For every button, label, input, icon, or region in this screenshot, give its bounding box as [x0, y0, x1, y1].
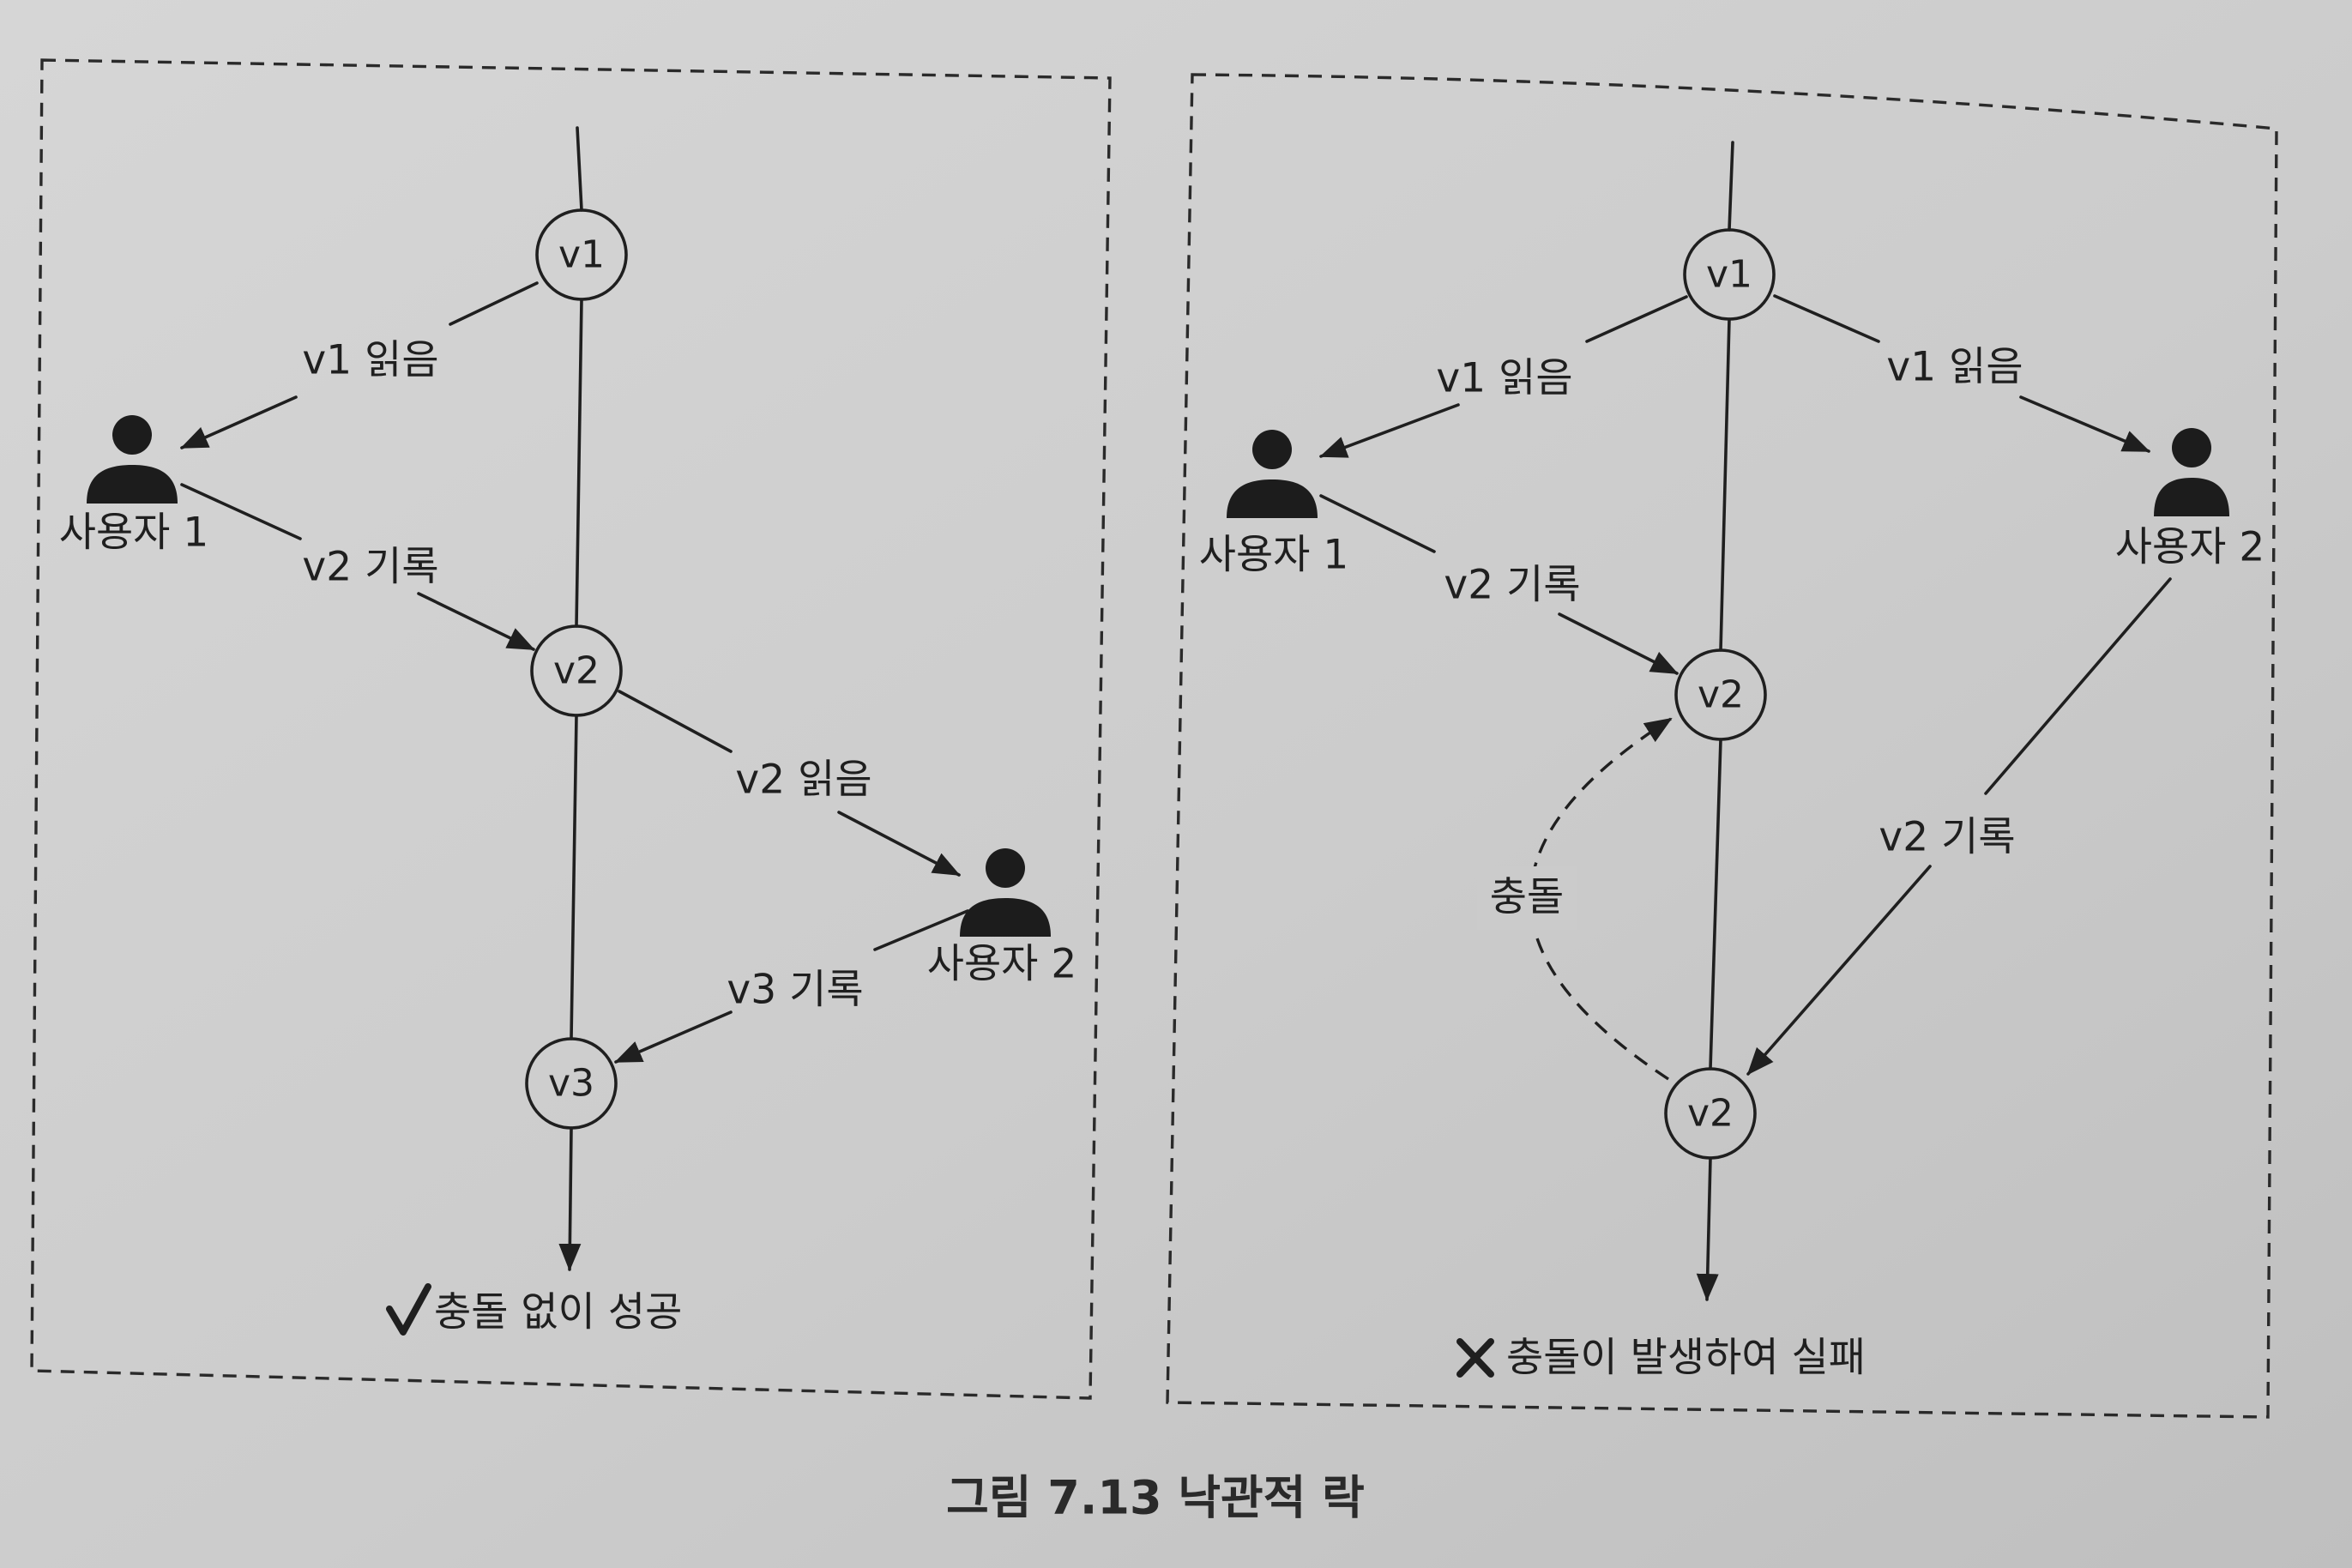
user-icon	[1227, 430, 1318, 518]
version-node-v2-user2: v2	[1664, 1067, 1757, 1160]
user-2: 사용자 2	[927, 848, 1077, 988]
timeline-segment	[1719, 317, 1731, 652]
right-panel-failure: v1 v2 v2 사용자 1 사용자 2	[1166, 73, 2278, 1419]
figure-caption: 그림 7.13 낙관적 락	[946, 1471, 1365, 1525]
timeline-arrow	[1696, 1156, 1719, 1301]
timeline-arrow	[558, 1126, 582, 1271]
right-panel-dashed-border	[1166, 73, 2278, 1419]
conflict-label: 충돌	[1490, 874, 1564, 921]
user-icon	[960, 848, 1051, 937]
user-1: 사용자 1	[59, 415, 209, 557]
result-label: 충돌 없이 성공	[434, 1289, 682, 1336]
version-node-circle	[1683, 228, 1776, 321]
left-panel-dashed-border	[30, 58, 1112, 1400]
user-icon	[2154, 428, 2229, 516]
edge-label: v1 읽음	[302, 337, 438, 384]
user-label: 사용자 1	[1199, 532, 1349, 579]
user-2: 사용자 2	[2115, 428, 2265, 571]
edge-arrow	[837, 811, 961, 877]
edge-user1-write-v2: v2 기록	[1319, 494, 1679, 675]
edge-label: v2 기록	[1879, 814, 2015, 861]
edge-arrow	[1319, 403, 1460, 458]
timeline-segment	[575, 298, 583, 628]
conflict-indicator: 충돌	[1477, 717, 1673, 1081]
edge-label: v3 기록	[727, 967, 863, 1014]
edge-label: v1 읽음	[1436, 355, 1572, 402]
edge-user2-write-v2: v2 기록	[1746, 577, 2172, 1076]
edge-user2-read-v1: v1 읽음	[1773, 294, 2150, 453]
version-node-label: v1	[1706, 253, 1752, 297]
version-node-label: v3	[548, 1062, 594, 1106]
right-result: 충돌이 발생하여 실패	[1456, 1335, 1866, 1382]
version-node-v2: v2	[530, 624, 623, 717]
edge-arrow	[1746, 865, 1932, 1076]
edge-arrow	[873, 909, 969, 951]
x-icon	[1456, 1338, 1494, 1378]
version-node-v2-user1: v2	[1674, 648, 1767, 741]
edge-user1-read-v1: v1 읽음	[182, 281, 539, 448]
edge-arrow	[2019, 395, 2150, 453]
timeline-segment	[570, 714, 578, 1040]
version-node-circle	[535, 208, 628, 301]
version-node-circle	[525, 1037, 618, 1130]
edge-arrow	[1319, 494, 1436, 553]
user-label: 사용자 1	[59, 510, 209, 557]
left-version-timeline	[558, 126, 583, 1271]
edge-arrow	[1558, 612, 1679, 675]
edge-arrow	[614, 1010, 733, 1064]
timeline-segment	[576, 126, 583, 212]
edge-arrow	[1585, 295, 1688, 343]
result-label: 충돌이 발생하여 실패	[1506, 1335, 1866, 1382]
edge-label: v1 읽음	[1886, 344, 2023, 391]
timeline-segment	[1728, 141, 1734, 232]
edge-user1-write-v2: v2 기록	[180, 483, 535, 651]
edge-arrow	[417, 592, 535, 651]
edge-label: v2 기록	[302, 544, 438, 591]
timeline-segment	[1709, 738, 1722, 1070]
version-node-label: v2	[1698, 673, 1744, 717]
edge-user2-read-v2: v2 읽음	[618, 690, 961, 877]
edge-arrow	[618, 690, 733, 753]
version-node-circle	[1674, 648, 1767, 741]
version-node-circle	[1664, 1067, 1757, 1160]
check-icon	[386, 1283, 431, 1336]
version-node-v1: v1	[535, 208, 628, 301]
version-node-circle	[530, 624, 623, 717]
version-node-v3: v3	[525, 1037, 618, 1130]
left-panel-success: v1 v2 v3 사용자 1 사용자 2 v1	[30, 58, 1112, 1400]
version-node-label: v2	[553, 649, 600, 693]
edge-arrow	[1984, 577, 2172, 795]
user-label: 사용자 2	[2115, 524, 2265, 571]
version-node-v1: v1	[1683, 228, 1776, 321]
edge-arrow	[180, 483, 302, 540]
edge-label: v2 읽음	[735, 757, 871, 804]
edge-arrow	[1773, 294, 1880, 343]
version-node-label: v2	[1687, 1092, 1734, 1136]
left-result: 충돌 없이 성공	[386, 1283, 682, 1336]
edge-user2-write-v3: v3 기록	[614, 909, 969, 1064]
user-label: 사용자 2	[927, 941, 1077, 988]
edge-arrow	[182, 281, 539, 448]
user-1: 사용자 1	[1199, 430, 1349, 579]
right-version-timeline	[1696, 141, 1734, 1301]
edge-user1-read-v1: v1 읽음	[1319, 295, 1688, 458]
edge-label: v2 기록	[1444, 562, 1580, 609]
version-node-label: v1	[558, 233, 605, 277]
conflict-label-backdrop	[1477, 866, 1577, 930]
